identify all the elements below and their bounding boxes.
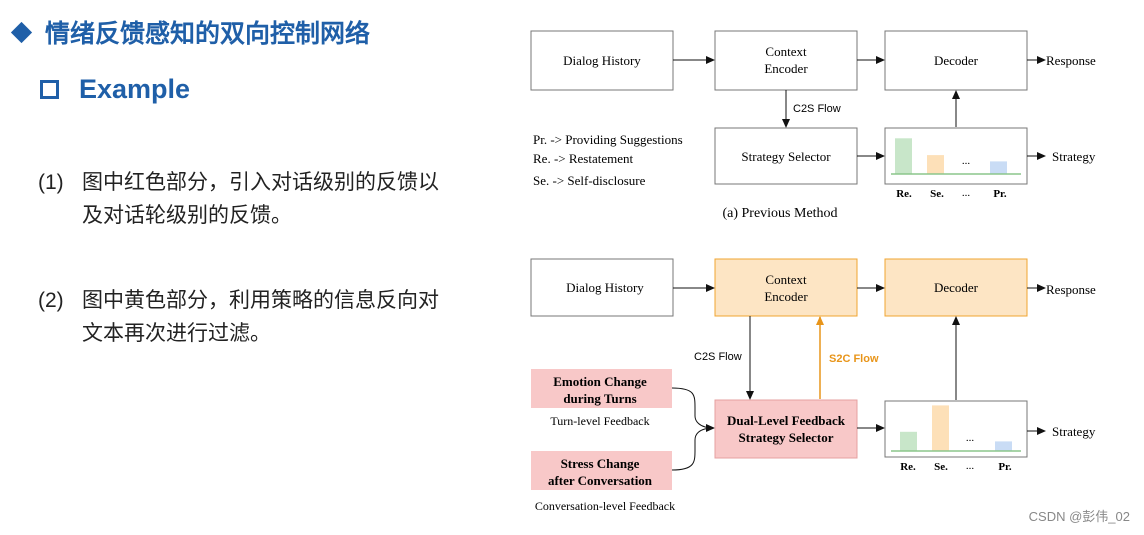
bar-label: ... [962,187,971,199]
strategy-bar [995,441,1012,451]
bar-dots: ... [966,432,975,444]
note-line: 文本再次进行过滤。 [82,322,271,345]
page-title: 情绪反馈感知的双向控制网络 [45,20,371,48]
context-encoder-box [714,30,858,91]
dialog-history-box [530,30,674,91]
note-line: 及对话轮级别的反馈。 [82,204,292,227]
bar-label: Se. [930,188,944,200]
watermark: CSDN @彭伟_02 [1028,509,1130,524]
decoder-label: Decoder [934,280,979,295]
context-encoder-label: Encoder [764,61,808,76]
note-line: 图中红色部分，引入对话级别的反馈以 [82,171,439,194]
bar-label: Se. [934,461,948,473]
stress-change-box [531,451,672,490]
title-row: 情绪反馈感知的双向控制网络 [10,14,371,50]
strategy-label: Strategy [1052,424,1096,439]
stress-change-label: after Conversation [548,473,653,488]
caption: (a) Previous Method [722,206,837,221]
dual-level-selector-label: Dual-Level Feedback [727,413,846,428]
context-encoder-label: Encoder [764,289,808,304]
bar-dots: ... [962,155,971,167]
s2c-flow-label: S2C Flow [829,353,879,365]
strategy-bar [990,161,1007,174]
strategy-bar [895,138,912,174]
previous-method-diagram: Dialog History Context Encoder Decoder R… [530,30,1096,221]
legend-se: Se. -> Self-disclosure [533,173,646,188]
note-number: (2) [38,289,64,312]
context-encoder-box [714,258,858,317]
merge-line [671,387,715,429]
legend-pr: Pr. -> Providing Suggestions [533,132,683,147]
stress-change-label: Stress Change [561,456,640,471]
context-encoder-label: Context [765,44,807,59]
decoder-box [884,258,1028,317]
dialog-history-label: Dialog History [566,280,644,295]
conversation-feedback-label: Conversation-level Feedback [535,499,675,513]
bar-label: Pr. [993,188,1007,200]
context-encoder-label: Context [765,272,807,287]
bar-label: Re. [900,461,916,473]
dialog-history-box [530,258,674,317]
strategy-bars [900,405,1012,451]
response-label: Response [1046,53,1096,68]
emotion-change-box [531,369,672,408]
merge-line [671,424,715,471]
legend-re: Re. -> Restatement [533,151,633,166]
response-label: Response [1046,282,1096,297]
strategy-label: Strategy [1052,149,1096,164]
emotion-change-label: during Turns [563,391,636,406]
square-bullet-icon [40,80,59,99]
section-heading: Example [40,74,190,105]
dialog-history-label: Dialog History [563,53,641,68]
bar-label: Re. [896,188,912,200]
bar-label: Pr. [998,461,1012,473]
section-title: Example [79,74,191,104]
strategy-selector-label: Strategy Selector [741,149,831,164]
dual-level-selector-label: Strategy Selector [739,430,834,445]
c2s-flow-label: C2S Flow [793,103,841,115]
dual-level-selector-box [714,399,858,459]
strategy-bars [895,138,1007,174]
emotion-change-label: Emotion Change [553,374,647,389]
decoder-label: Decoder [934,53,979,68]
c2s-flow-label: C2S Flow [694,351,742,363]
note-1: (1) 图中红色部分，引入对话级别的反馈以 及对话轮级别的反馈。 [38,166,439,232]
note-line: 图中黄色部分，利用策略的信息反向对 [82,289,439,312]
proposed-method-diagram: Dialog History Context Encoder Decoder R… [530,258,1096,513]
note-number: (1) [38,171,64,194]
strategy-bar [900,431,917,451]
bar-label: ... [966,460,975,472]
turn-feedback-label: Turn-level Feedback [550,414,649,428]
note-2: (2) 图中黄色部分，利用策略的信息反向对 文本再次进行过滤。 [38,284,439,350]
strategy-bar [932,405,949,451]
strategy-bar [927,155,944,174]
